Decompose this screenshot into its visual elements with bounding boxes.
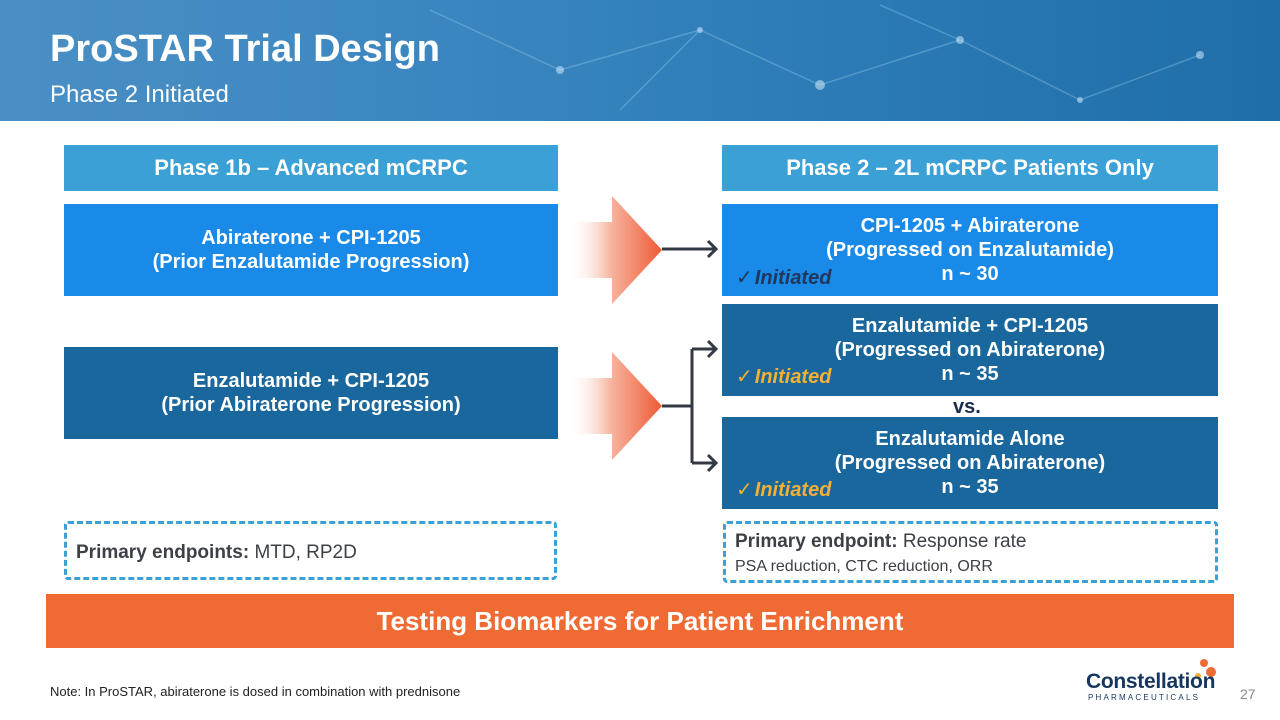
status-initiated: ✓Initiated (736, 477, 831, 502)
arm-title: Enzalutamide Alone (875, 428, 1065, 450)
page-title: ProSTAR Trial Design (50, 28, 440, 70)
checkmark-icon: ✓ (736, 366, 753, 388)
arrow-right-icon (568, 352, 662, 460)
phase2-arm-cpi-abiraterone: CPI-1205 + Abiraterone (Progressed on En… (722, 204, 1218, 296)
logo-subtitle: PHARMACEUTICALS (1088, 693, 1201, 702)
phase2-heading: Phase 2 – 2L mCRPC Patients Only (722, 145, 1218, 191)
arm-subtitle: (Prior Abiraterone Progression) (161, 394, 461, 416)
status-label: Initiated (754, 267, 832, 289)
endpoint-value: Response rate (902, 531, 1027, 552)
header-banner: ProSTAR Trial Design Phase 2 Initiated (0, 0, 1280, 121)
footnote: Note: In ProSTAR, abiraterone is dosed i… (50, 684, 461, 699)
arm-title: Enzalutamide + CPI-1205 (192, 370, 430, 392)
arm-title: Enzalutamide + CPI-1205 (851, 315, 1089, 337)
page-subtitle: Phase 2 Initiated (50, 81, 229, 108)
status-label: Initiated (754, 479, 832, 501)
arm-sample-size: n ~ 35 (941, 476, 999, 498)
phase2-arm-enzalutamide-cpi: Enzalutamide + CPI-1205 (Progressed on A… (722, 304, 1218, 396)
phase1b-heading-label: Phase 1b – Advanced mCRPC (154, 155, 468, 180)
arm-title: CPI-1205 + Abiraterone (860, 215, 1080, 237)
status-initiated: ✓Initiated (736, 265, 831, 290)
endpoint-label: Primary endpoints: (76, 542, 250, 563)
arm-sample-size: n ~ 35 (941, 363, 999, 385)
logo-name: Constellation (1086, 670, 1216, 693)
arm-subtitle: (Progressed on Enzalutamide) (826, 239, 1114, 261)
status-initiated: ✓Initiated (736, 364, 831, 389)
phase1b-arm-enzalutamide: Enzalutamide + CPI-1205 (Prior Abiratero… (64, 347, 558, 439)
network-background (429, 4, 1204, 111)
status-label: Initiated (754, 366, 832, 388)
arm-title: Abiraterone + CPI-1205 (201, 227, 421, 249)
phase2-arm-enzalutamide-alone: Enzalutamide Alone (Progressed on Abirat… (722, 417, 1218, 509)
arrow-right-icon (568, 196, 662, 304)
phase1b-endpoint-box: Primary endpoints: MTD, RP2D (64, 521, 557, 580)
phase1b-arm-abiraterone: Abiraterone + CPI-1205 (Prior Enzalutami… (64, 204, 558, 296)
endpoint-value: MTD, RP2D (254, 542, 357, 563)
molecule-logo-icon (1195, 659, 1216, 679)
company-logo: Constellation PHARMACEUTICALS (1086, 656, 1226, 702)
checkmark-icon: ✓ (736, 267, 753, 289)
endpoint-detail: PSA reduction, CTC reduction, ORR (735, 558, 993, 575)
page-number: 27 (1240, 686, 1256, 702)
banner-label: Testing Biomarkers for Patient Enrichmen… (376, 605, 904, 636)
phase2-endpoint-box: Primary endpoint: Response rate PSA redu… (723, 521, 1218, 583)
biomarker-banner: Testing Biomarkers for Patient Enrichmen… (46, 594, 1234, 648)
checkmark-icon: ✓ (736, 479, 753, 501)
endpoint-label: Primary endpoint: (735, 531, 898, 552)
arm-subtitle: (Progressed on Abiraterone) (834, 339, 1106, 361)
arm-sample-size: n ~ 30 (941, 263, 999, 285)
arm-subtitle: (Progressed on Abiraterone) (834, 452, 1106, 474)
arm-subtitle: (Prior Enzalutamide Progression) (152, 251, 470, 273)
phase2-heading-label: Phase 2 – 2L mCRPC Patients Only (786, 155, 1154, 180)
versus-label: vs. (953, 396, 981, 418)
phase1b-heading: Phase 1b – Advanced mCRPC (64, 145, 558, 191)
